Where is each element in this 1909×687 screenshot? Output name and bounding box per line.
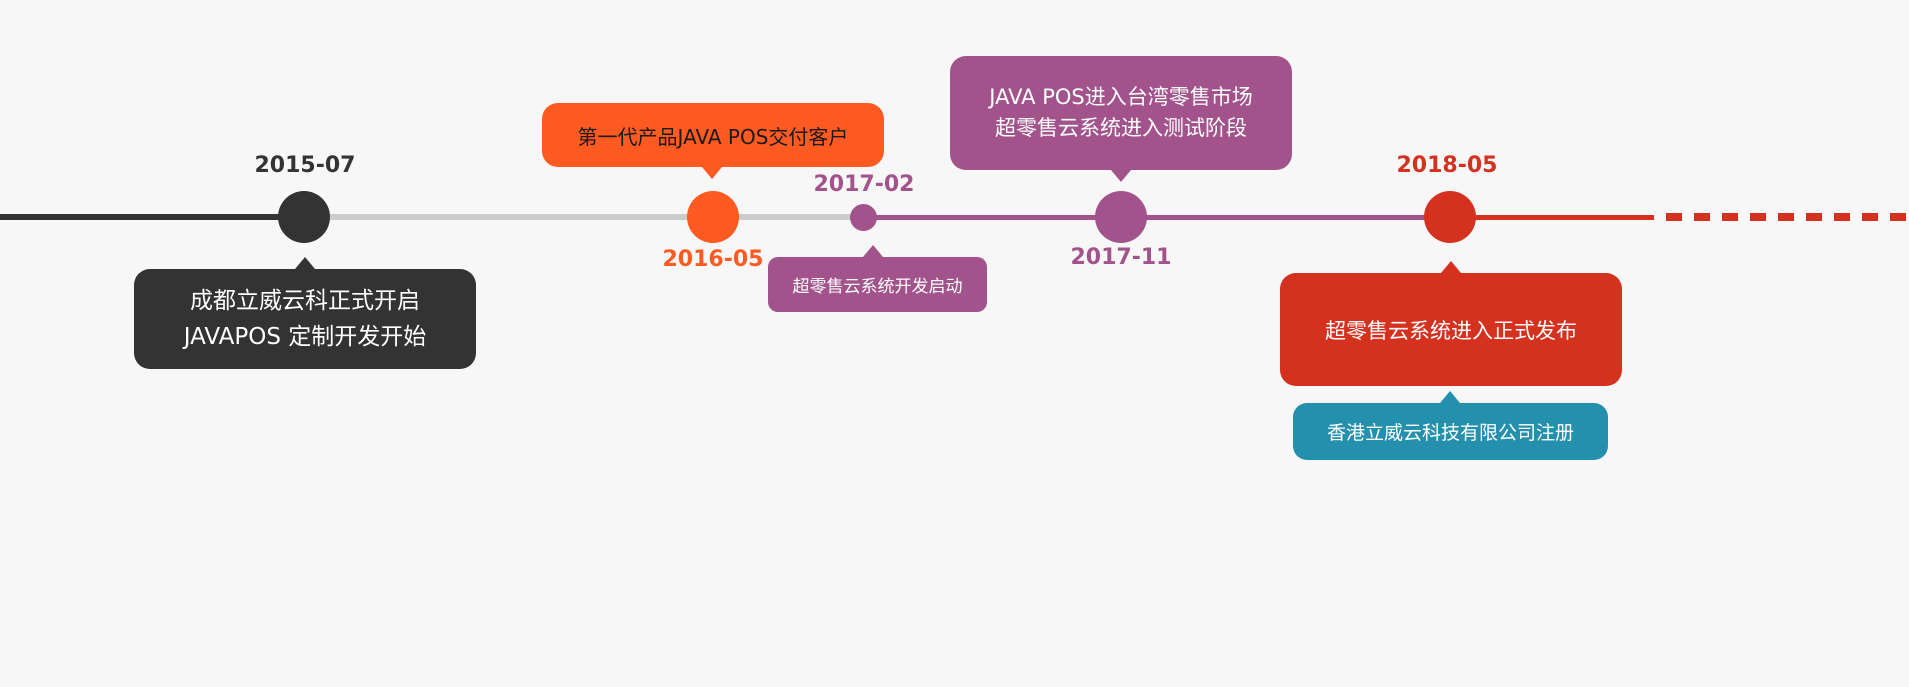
event-callout: JAVA POS进入台湾零售市场 超零售云系统进入测试阶段 (950, 56, 1292, 182)
event-secondary-callout: 香港立威云科技有限公司注册 (1293, 391, 1608, 460)
event-date-label: 2017-02 (813, 172, 915, 197)
callout-pointer (863, 245, 883, 257)
event-callout: 超零售云系统开发启动 (768, 245, 987, 312)
event-callout: 成都立威云科正式开启 JAVAPOS 定制开发开始 (134, 257, 476, 369)
event-description: 香港立威云科技有限公司注册 (1326, 422, 1574, 444)
timeline-axis-segment (1429, 215, 1654, 220)
callout-pointer (1111, 170, 1131, 182)
event-description: JAVAPOS 定制开发开始 (183, 324, 427, 350)
timeline-axis-segment (0, 214, 304, 220)
event-date-label: 2018-05 (1396, 153, 1498, 178)
timeline-node (1424, 191, 1476, 243)
timeline-axis-future-dashes (1666, 213, 1909, 221)
timeline-axis-segment (304, 214, 864, 220)
callout-pointer (702, 167, 722, 179)
event-description: 超零售云系统进入测试阶段 (995, 116, 1247, 140)
event-description: 成都立威云科正式开启 (190, 288, 420, 314)
event-description: 第一代产品JAVA POS交付客户 (577, 124, 849, 149)
callout-pointer (1440, 391, 1460, 403)
callout-pointer (1441, 261, 1461, 273)
event-description: 超零售云系统开发启动 (792, 277, 963, 297)
event-callout: 超零售云系统进入正式发布 (1280, 261, 1622, 386)
event-description: 超零售云系统进入正式发布 (1325, 318, 1577, 343)
event-date-label: 2016-05 (662, 247, 764, 272)
callout-pointer (295, 257, 315, 269)
timeline-node (687, 191, 739, 243)
timeline-node (1095, 191, 1147, 243)
event-date-label: 2015-07 (254, 153, 356, 178)
event-callout: 第一代产品JAVA POS交付客户 (542, 103, 884, 179)
timeline-node (278, 191, 330, 243)
event-description: JAVA POS进入台湾零售市场 (989, 85, 1253, 109)
timeline-node (850, 204, 877, 231)
event-date-label: 2017-11 (1070, 245, 1172, 270)
